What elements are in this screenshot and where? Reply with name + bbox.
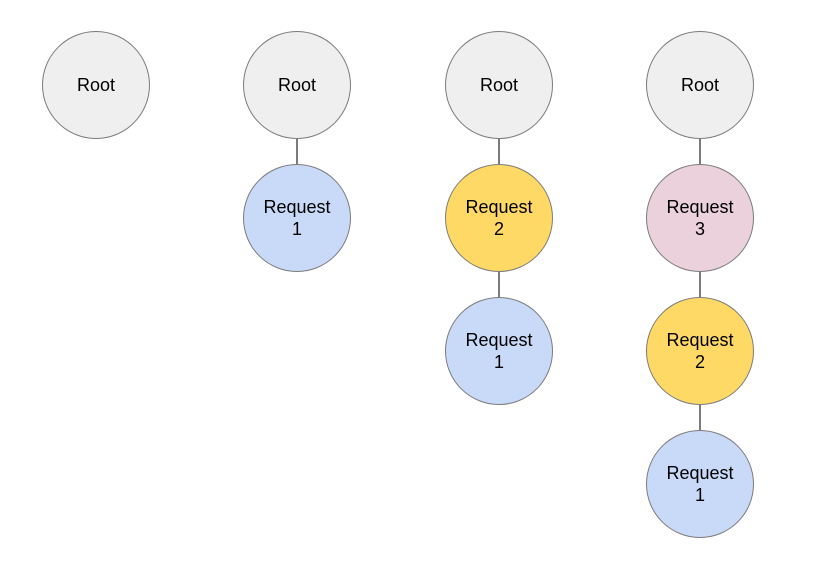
tree-column-4: Root Request 3 Request 2 Request 1 bbox=[646, 31, 754, 538]
node-request-2: Request 2 bbox=[445, 164, 553, 272]
node-request-2: Request 2 bbox=[646, 297, 754, 405]
tree-column-3: Root Request 2 Request 1 bbox=[445, 31, 553, 405]
tree-column-1: Root bbox=[42, 31, 150, 139]
edge-connector bbox=[498, 272, 500, 297]
node-label: Request 3 bbox=[666, 197, 734, 239]
tree-column-2: Root Request 1 bbox=[243, 31, 351, 272]
node-root: Root bbox=[243, 31, 351, 139]
node-root: Root bbox=[42, 31, 150, 139]
node-label: Request 1 bbox=[666, 463, 734, 505]
edge-connector bbox=[699, 139, 701, 164]
edge-connector bbox=[498, 139, 500, 164]
node-label: Request 1 bbox=[263, 197, 331, 239]
node-label: Root bbox=[680, 75, 720, 95]
node-label: Request 1 bbox=[465, 330, 533, 372]
node-label: Request 2 bbox=[666, 330, 734, 372]
node-request-1: Request 1 bbox=[243, 164, 351, 272]
node-label: Root bbox=[277, 75, 317, 95]
node-root: Root bbox=[445, 31, 553, 139]
node-label: Root bbox=[479, 75, 519, 95]
edge-connector bbox=[699, 272, 701, 297]
edge-connector bbox=[296, 139, 298, 164]
node-request-1: Request 1 bbox=[646, 430, 754, 538]
node-root: Root bbox=[646, 31, 754, 139]
node-request-1: Request 1 bbox=[445, 297, 553, 405]
node-label: Root bbox=[76, 75, 116, 95]
node-label: Request 2 bbox=[465, 197, 533, 239]
node-request-3: Request 3 bbox=[646, 164, 754, 272]
edge-connector bbox=[699, 405, 701, 430]
